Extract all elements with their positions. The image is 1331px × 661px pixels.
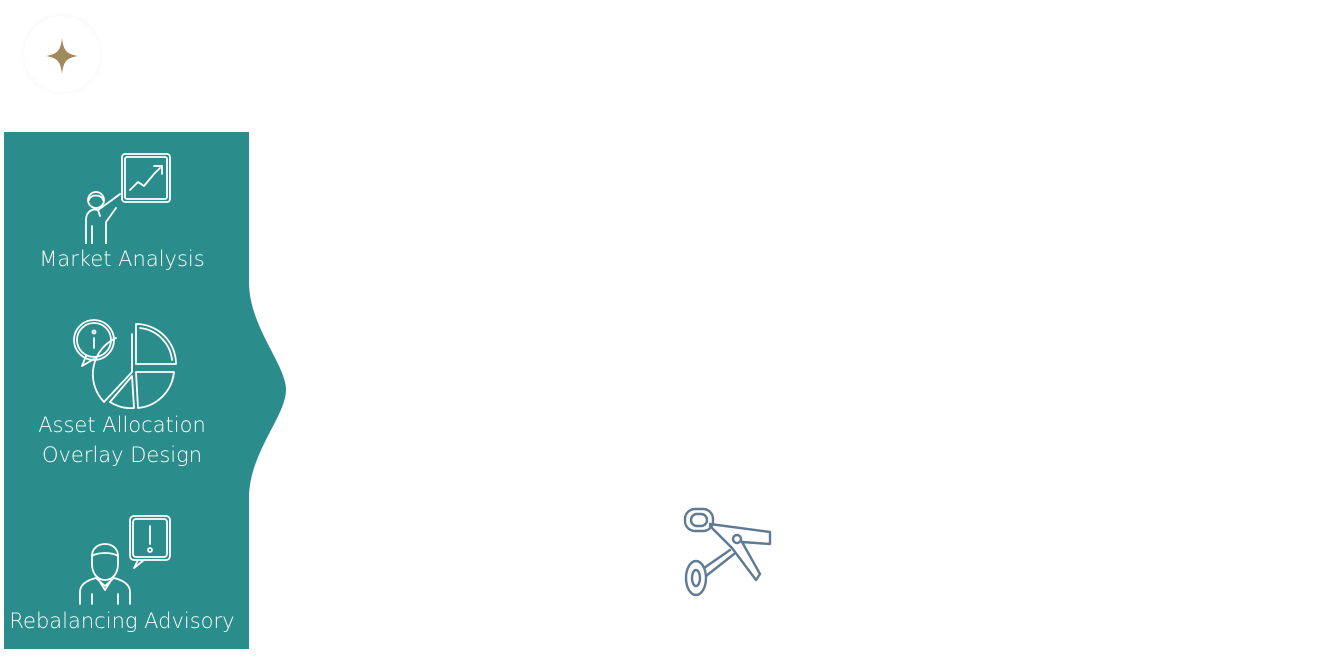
brand-logo[interactable] bbox=[24, 16, 100, 92]
services-panel-background bbox=[4, 132, 286, 649]
service-label: Rebalancing Advisory bbox=[9, 609, 235, 633]
service-market-analysis[interactable]: Market Analysis bbox=[4, 150, 240, 274]
service-label: Market Analysis bbox=[39, 247, 205, 271]
advisor-alert-icon bbox=[79, 515, 171, 605]
sparkle-star-icon bbox=[46, 38, 78, 74]
service-rebalancing-advisory[interactable]: Rebalancing Advisory bbox=[4, 512, 240, 636]
service-label-line1: Asset Allocation bbox=[38, 413, 206, 437]
services-panel: Market Analysis Asset Allocation Overlay… bbox=[4, 132, 288, 649]
pie-chart-info-icon bbox=[73, 319, 177, 410]
service-asset-allocation[interactable]: Asset Allocation Overlay Design bbox=[4, 316, 240, 470]
analyst-chart-icon bbox=[85, 153, 171, 244]
scissors-icon[interactable] bbox=[682, 506, 774, 598]
service-label-line2: Overlay Design bbox=[41, 443, 203, 467]
